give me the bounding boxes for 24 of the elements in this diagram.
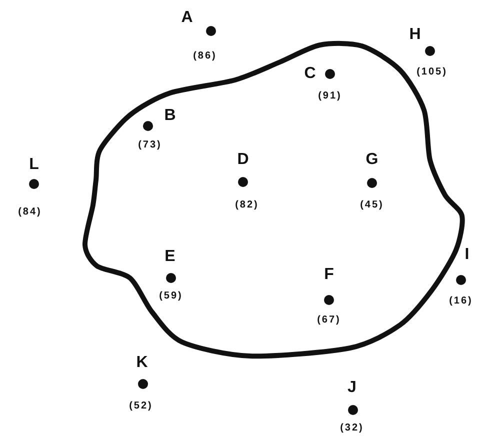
point-value: (32) [340, 422, 364, 434]
point-value: (73) [138, 140, 162, 150]
point-letter: D [237, 152, 249, 168]
point-value: (91) [318, 90, 342, 102]
point-value: (105) [416, 66, 448, 78]
point-letter: F [324, 267, 334, 283]
point-value: (67) [317, 314, 341, 326]
point-value: (59) [159, 290, 183, 302]
point-value: (86) [193, 50, 217, 62]
point-letter: K [136, 355, 148, 371]
point-letter: G [366, 152, 378, 168]
point-letter: L [29, 157, 39, 173]
point-letter: I [464, 247, 470, 263]
point-letter: H [409, 27, 421, 43]
point-value: (82) [235, 200, 259, 210]
point-value: (52) [129, 400, 153, 412]
point-value: (84) [18, 206, 42, 218]
point-value: (16) [449, 296, 473, 306]
point-value: (45) [360, 200, 384, 210]
point-letter: E [164, 249, 176, 265]
point-letter: B [164, 108, 176, 124]
point-letter: C [304, 66, 316, 82]
point-letter: A [181, 10, 193, 26]
point-letter: J [348, 380, 356, 396]
